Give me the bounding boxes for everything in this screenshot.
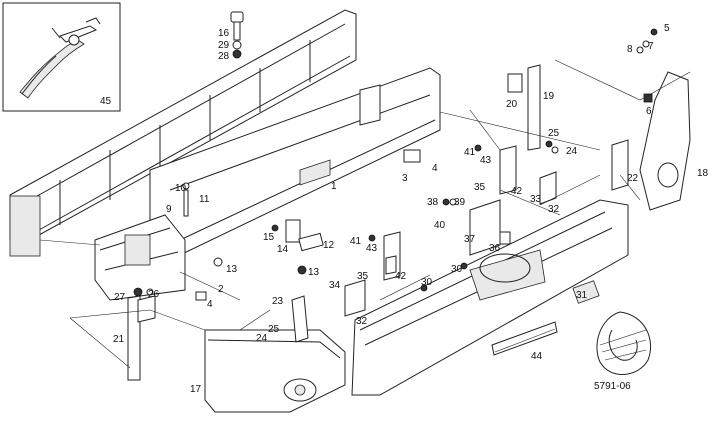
callout: 12 xyxy=(323,240,335,251)
callout: 42 xyxy=(511,186,523,197)
callout: 15 xyxy=(263,232,275,243)
inset-detail-45: 45 xyxy=(2,2,121,112)
callout: 13 xyxy=(226,264,238,275)
callout: 4 xyxy=(432,163,438,174)
bumper-beam-31 xyxy=(351,199,629,396)
callout: 44 xyxy=(531,351,543,362)
small-parts xyxy=(133,11,658,343)
callout: 41 xyxy=(350,236,362,247)
callout: 30 xyxy=(421,277,433,288)
callout: 2 xyxy=(218,284,224,295)
callout-labels: 1 2 3 4 4 5 6 7 8 9 10 11 12 13 13 14 15… xyxy=(113,23,709,395)
callout: 24 xyxy=(256,333,268,344)
callout: 8 xyxy=(627,44,633,55)
drawing-reference-number: 5791-06 xyxy=(594,381,631,392)
callout: 28 xyxy=(218,51,230,62)
callout: 34 xyxy=(329,280,341,291)
callout: 21 xyxy=(113,334,125,345)
spare-part-icon xyxy=(596,311,652,375)
callout: 20 xyxy=(506,99,518,110)
left-bracket-assembly xyxy=(94,214,186,301)
callout: 5 xyxy=(664,23,670,34)
callout: 4 xyxy=(207,299,213,310)
callout: 3 xyxy=(402,173,408,184)
callout: 31 xyxy=(576,290,588,301)
callout: 40 xyxy=(434,220,446,231)
callout: 22 xyxy=(627,173,639,184)
callout: 9 xyxy=(166,204,172,215)
callout: 25 xyxy=(268,324,280,335)
leader-lines xyxy=(39,59,691,369)
callout: 38 xyxy=(427,197,439,208)
callout: 43 xyxy=(480,155,492,166)
callout: 43 xyxy=(366,243,378,254)
plate-44 xyxy=(491,321,558,356)
callout: 19 xyxy=(543,91,555,102)
bracket-21 xyxy=(127,295,156,381)
callout: 13 xyxy=(308,267,320,278)
callout: 1 xyxy=(331,181,337,192)
callout: 27 xyxy=(114,292,126,303)
callout: 16 xyxy=(218,28,230,39)
callout: 18 xyxy=(697,168,709,179)
callout: 35 xyxy=(357,271,369,282)
callout: 11 xyxy=(199,194,210,205)
callout: 14 xyxy=(277,244,289,255)
bumper-end-cap-17 xyxy=(204,329,346,413)
callout: 41 xyxy=(464,147,476,158)
inset-callout-label: 45 xyxy=(100,96,112,107)
callout: 29 xyxy=(218,40,230,51)
callout: 26 xyxy=(148,289,160,300)
callout: 7 xyxy=(648,41,654,52)
callout: 33 xyxy=(530,194,542,205)
callout: 25 xyxy=(548,128,560,139)
callout: 17 xyxy=(190,384,202,395)
callout: 35 xyxy=(474,182,486,193)
callout: 42 xyxy=(395,271,407,282)
callout: 36 xyxy=(489,243,501,254)
callout: 10 xyxy=(175,183,187,194)
rear-frame-rail xyxy=(9,9,357,257)
callout: 32 xyxy=(356,316,368,327)
corner-cap-18 xyxy=(639,71,691,211)
callout: 39 xyxy=(454,197,466,208)
callout: 24 xyxy=(566,146,578,157)
callout: 30 xyxy=(451,264,463,275)
callout: 23 xyxy=(272,296,284,307)
callout: 6 xyxy=(646,106,652,117)
callout: 32 xyxy=(548,204,560,215)
callout: 37 xyxy=(464,234,476,245)
